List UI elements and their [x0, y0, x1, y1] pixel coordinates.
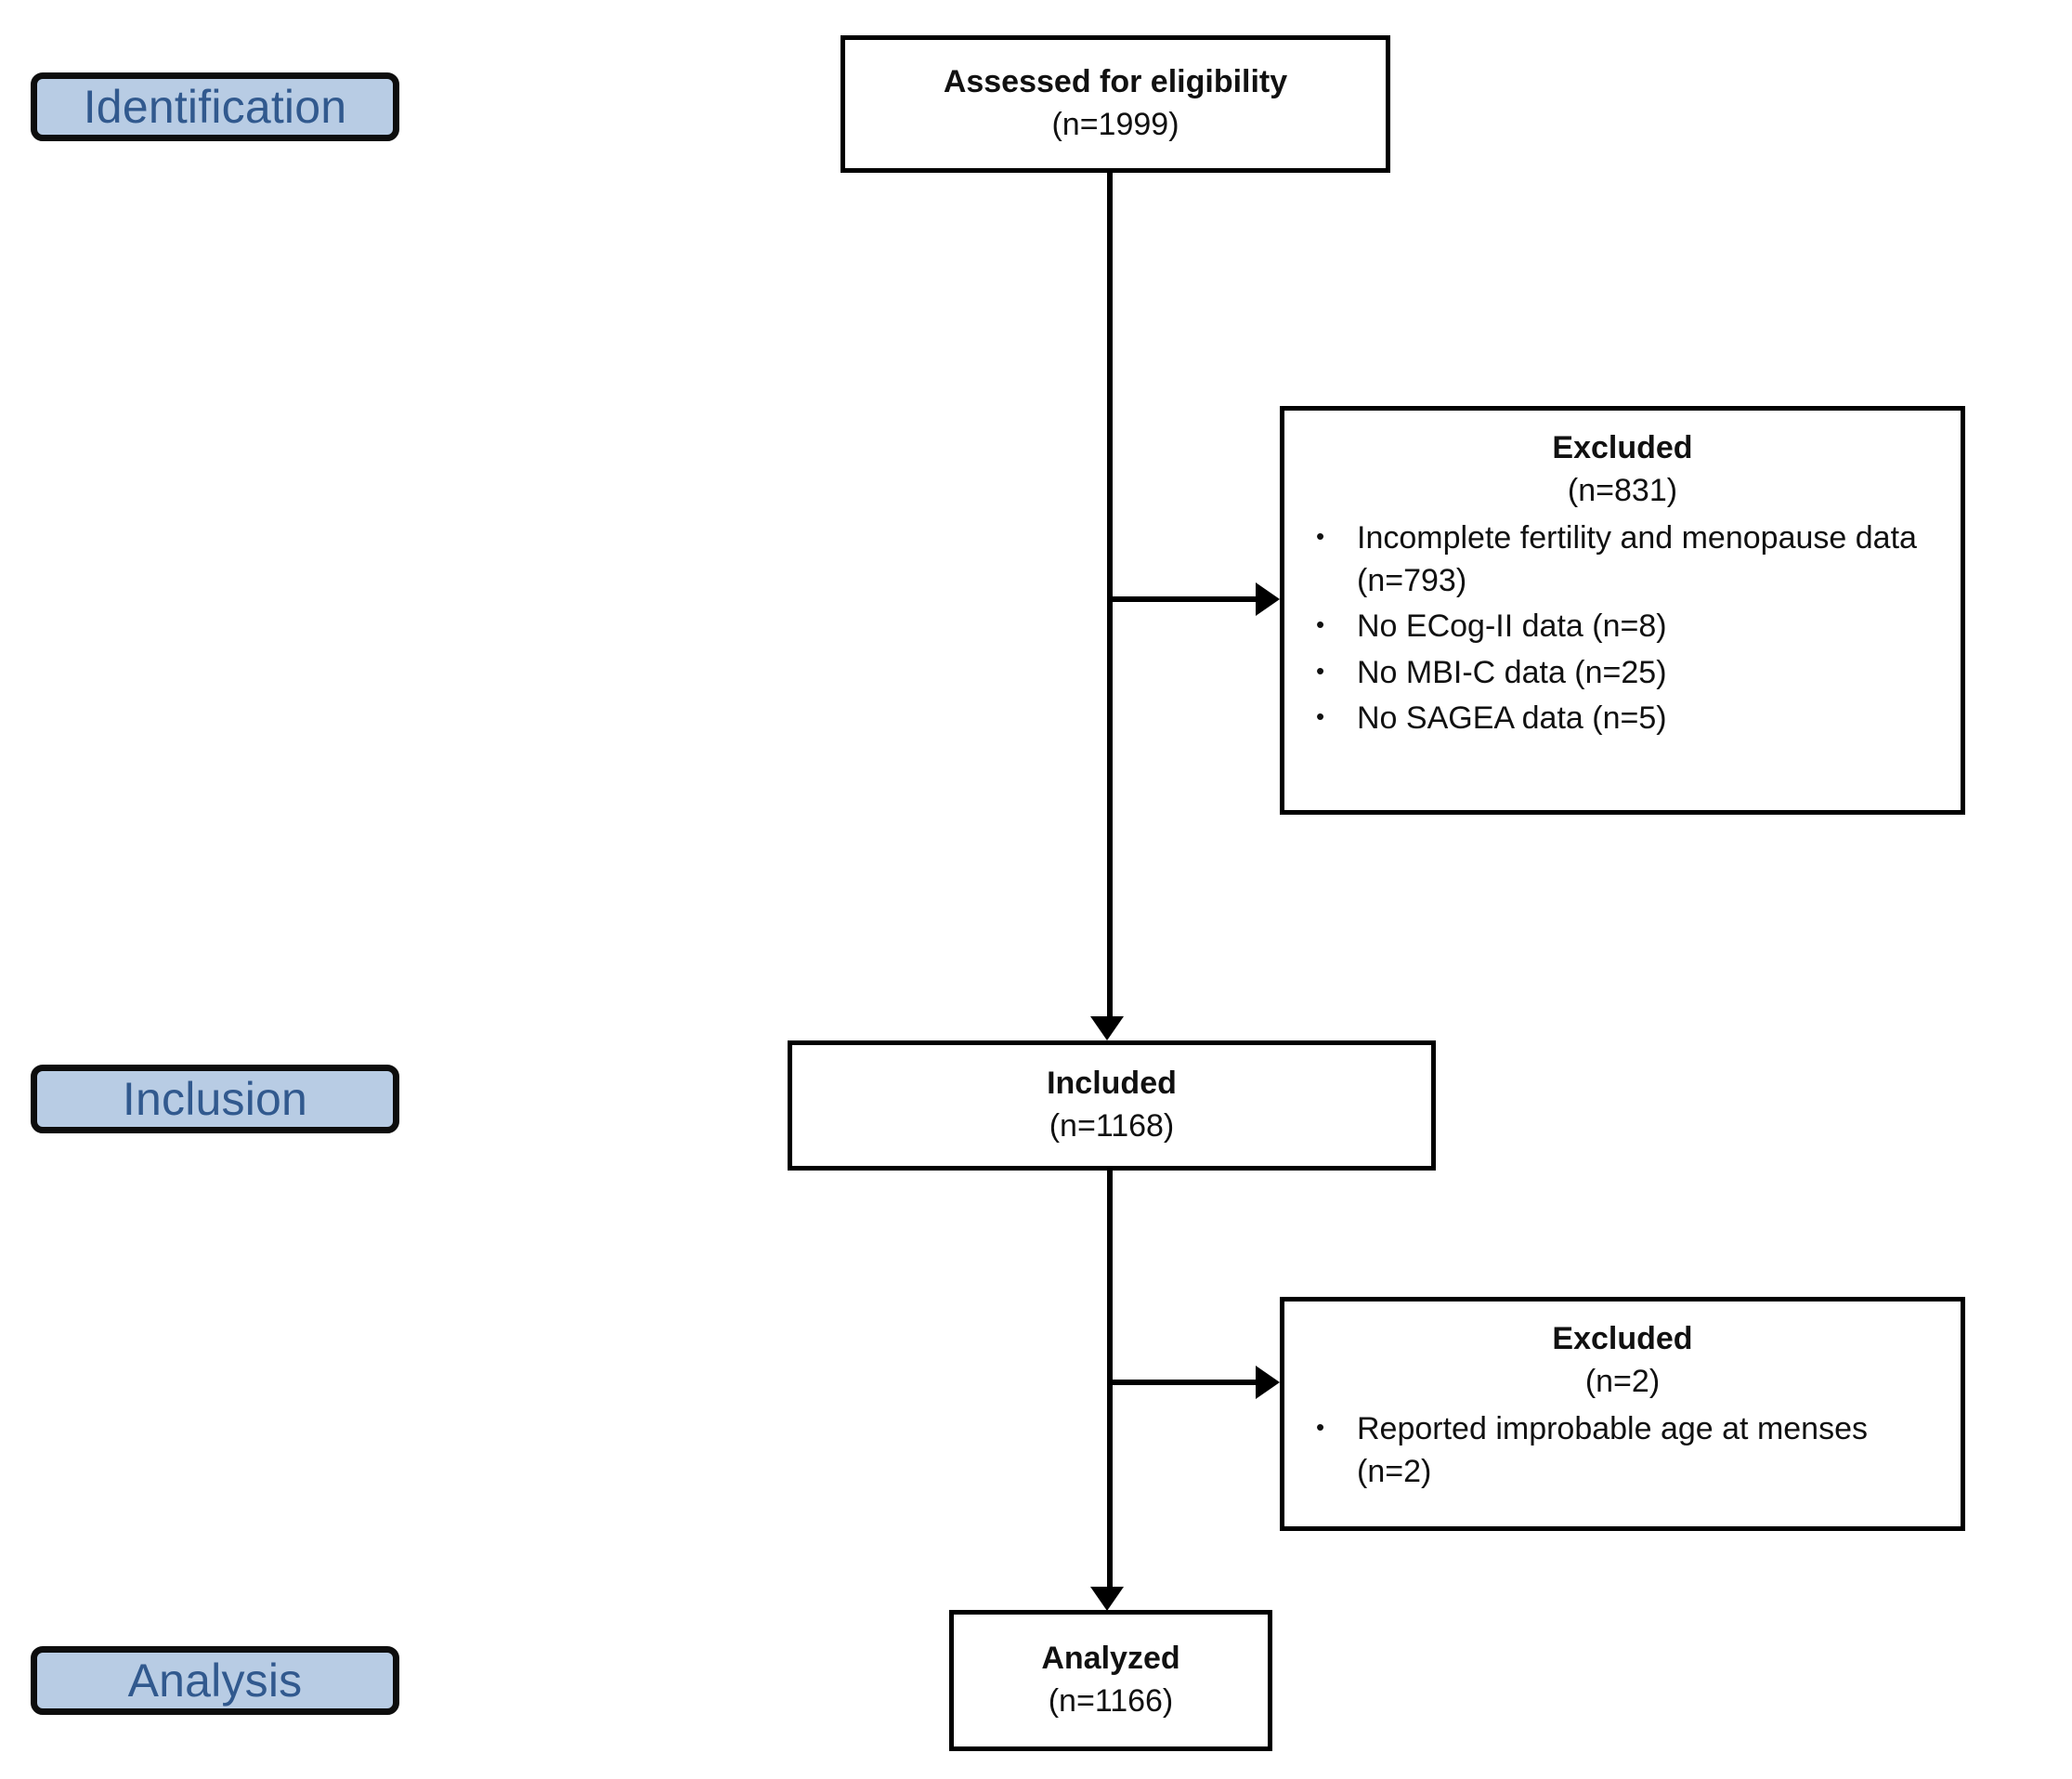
stage-badge-identification: Identification: [31, 72, 399, 141]
node-included: Included (n=1168): [788, 1040, 1436, 1171]
bullet-icon: •: [1316, 610, 1325, 639]
node-analyzed: Analyzed (n=1166): [949, 1610, 1272, 1751]
stage-badge-identification-label: Identification: [83, 81, 347, 133]
arrow-head-right-excluded-1-icon: [1256, 582, 1280, 616]
node-excluded-second-title: Excluded: [1552, 1321, 1693, 1356]
node-analyzed-count: (n=1166): [1048, 1683, 1174, 1719]
node-excluded-second-count: (n=2): [1584, 1363, 1661, 1399]
stage-badge-analysis: Analysis: [31, 1646, 399, 1715]
stage-badge-inclusion-label: Inclusion: [122, 1073, 308, 1125]
arrow-head-right-excluded-2-icon: [1256, 1366, 1280, 1399]
list-item: • Incomplete fertility and menopause dat…: [1312, 517, 1940, 602]
node-assessed-for-eligibility: Assessed for eligibility (n=1999): [841, 35, 1390, 173]
node-included-title: Included: [1047, 1066, 1177, 1102]
node-excluded-first-reason-list: • Incomplete fertility and menopause dat…: [1284, 517, 1961, 740]
node-included-count: (n=1168): [1049, 1108, 1175, 1144]
list-item: • No SAGEA data (n=5): [1312, 698, 1940, 740]
bullet-icon: •: [1316, 656, 1325, 685]
node-excluded-second: Excluded (n=2) • Reported improbable age…: [1280, 1297, 1965, 1531]
connector-to-excluded-2: [1107, 1380, 1258, 1385]
bullet-icon: •: [1316, 522, 1325, 551]
list-item: • No MBI-C data (n=25): [1312, 652, 1940, 695]
list-item-text: No ECog-II data (n=8): [1357, 608, 1667, 645]
node-excluded-second-reason-list: • Reported improbable age at menses (n=2…: [1284, 1408, 1961, 1493]
node-assessed-title: Assessed for eligibility: [943, 64, 1288, 100]
stage-badge-inclusion: Inclusion: [31, 1065, 399, 1133]
connector-to-excluded-1: [1107, 596, 1258, 602]
list-item-text: No SAGEA data (n=5): [1357, 700, 1667, 737]
node-assessed-count: (n=1999): [1051, 107, 1179, 142]
node-excluded-first: Excluded (n=831) • Incomplete fertility …: [1280, 406, 1965, 815]
node-excluded-first-header: Excluded (n=831): [1284, 411, 1961, 512]
list-item: • No ECog-II data (n=8): [1312, 606, 1940, 648]
node-excluded-first-title: Excluded: [1552, 430, 1693, 465]
list-item-text: No MBI-C data (n=25): [1357, 654, 1667, 690]
list-item-text: Incomplete fertility and menopause data …: [1357, 520, 1917, 598]
arrow-head-down-included-icon: [1090, 1016, 1124, 1040]
node-excluded-first-count: (n=831): [1567, 472, 1678, 508]
list-item: • Reported improbable age at menses (n=2…: [1312, 1408, 1940, 1493]
bullet-icon: •: [1316, 1413, 1325, 1442]
node-excluded-second-header: Excluded (n=2): [1284, 1302, 1961, 1403]
list-item-text: Reported improbable age at menses (n=2): [1357, 1411, 1868, 1489]
arrow-head-down-analyzed-icon: [1090, 1587, 1124, 1611]
stage-badge-analysis-label: Analysis: [127, 1655, 303, 1707]
bullet-icon: •: [1316, 702, 1325, 731]
node-analyzed-title: Analyzed: [1041, 1641, 1180, 1677]
